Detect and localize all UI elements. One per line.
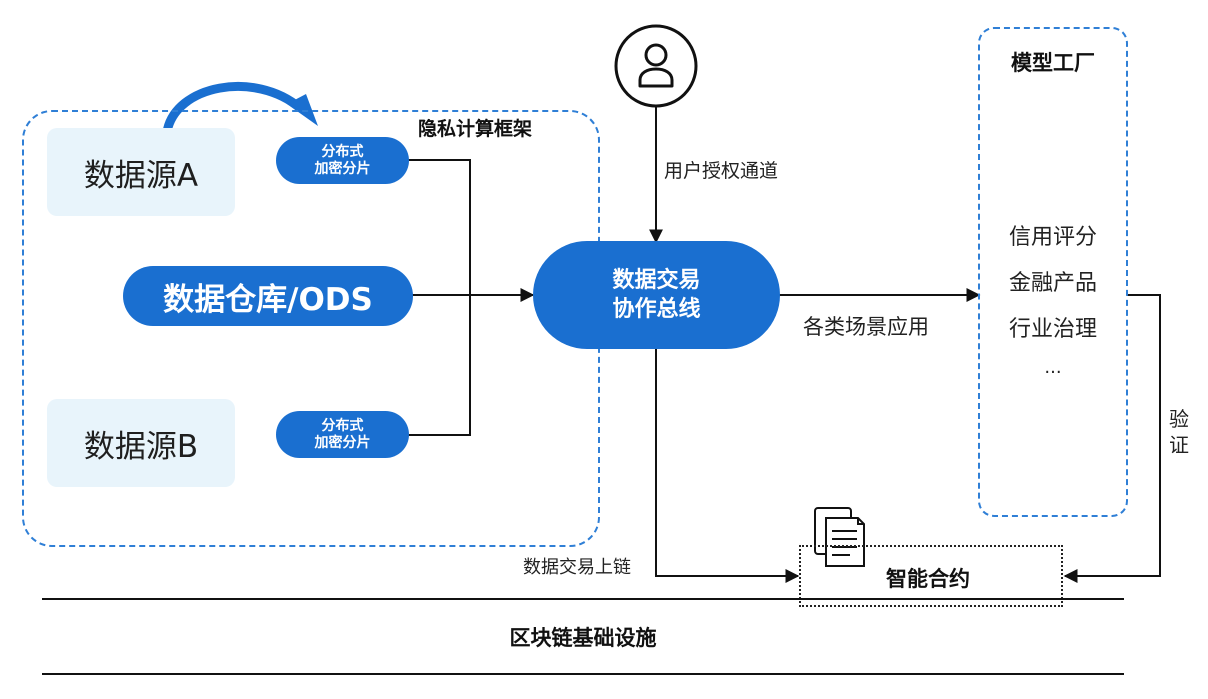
encrypted-shard-a: 分布式 加密分片 [276,137,409,184]
data-source-b-label: 数据源B [83,428,199,465]
data-source-a: 数据源A [47,128,235,216]
factory-item-credit: 信用评分 [1008,225,1097,250]
factory-item-finance: 金融产品 [1008,271,1097,296]
connector-bus-contract [655,348,800,583]
shard-a-line2: 加密分片 [314,160,371,177]
data-source-b: 数据源B [47,399,235,487]
model-factory-frame [978,27,1128,517]
onchain-label: 数据交易上链 [523,557,631,578]
factory-item-governance: 行业治理 [1008,317,1097,342]
user-icon [614,24,698,108]
shard-b-line2: 加密分片 [314,434,371,451]
blockchain-top-line [42,598,1124,600]
bus-line1: 数据交易 [612,268,701,293]
scenario-label: 各类场景应用 [803,315,929,339]
curved-arrow [162,82,303,134]
shard-b-line1: 分布式 [321,417,364,434]
blockchain-label: 区块链基础设施 [509,626,657,650]
user-channel-label: 用户授权通道 [664,160,779,182]
connector-shard-b [408,295,471,436]
blockchain-bottom-line [42,673,1124,675]
encrypted-shard-b: 分布式 加密分片 [276,411,409,458]
bus-line2: 协作总线 [612,297,701,322]
smart-contract-label: 智能合约 [886,567,970,591]
privacy-framework-title: 隐私计算框架 [418,118,533,140]
smart-contract-box [799,545,1063,607]
data-source-a-label: 数据源A [83,157,199,194]
verify-label: 验 证 [1167,406,1191,458]
data-warehouse-pill: 数据仓库/ODS [123,266,413,326]
document-icon [814,507,865,567]
data-warehouse-label: 数据仓库/ODS [163,281,373,318]
verify-label-line1: 验 [1169,407,1189,431]
shard-a-line1: 分布式 [321,143,364,160]
verify-label-line2: 证 [1169,433,1189,457]
model-factory-title: 模型工厂 [1011,51,1095,75]
data-trade-bus: 数据交易 协作总线 [533,241,780,349]
connector-factory-contract [1063,294,1161,583]
factory-item-more: ... [1044,357,1062,378]
connector-shard-a [408,159,471,295]
